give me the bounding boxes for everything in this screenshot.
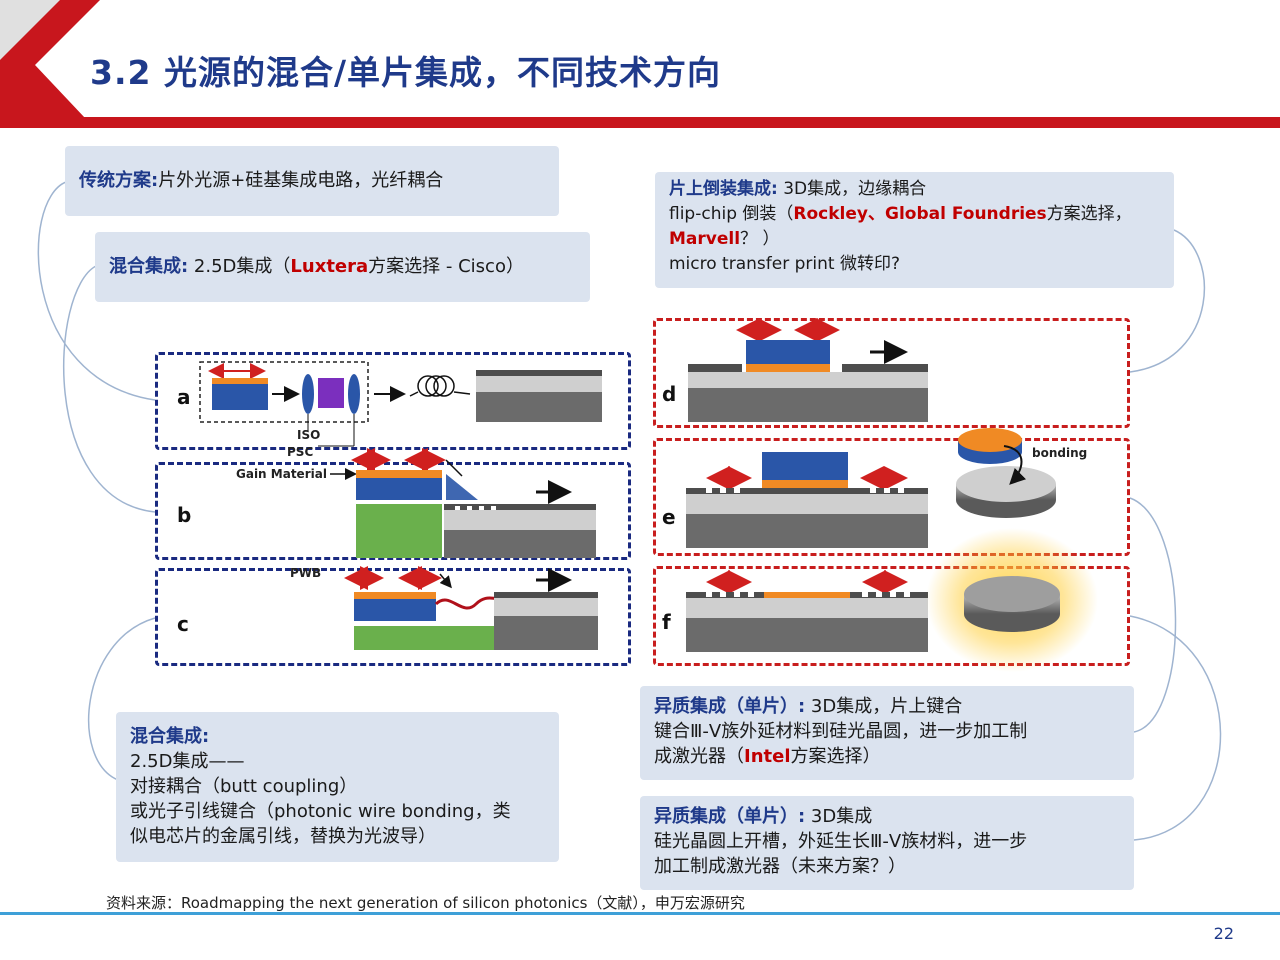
traditional-scheme-head: 传统方案:	[79, 170, 159, 191]
panel-f-diagram	[686, 528, 1098, 672]
iso-label: ISO	[297, 428, 321, 442]
hetero2-line3: 加工制成激光器（未来方案？）	[654, 856, 906, 877]
hetero1-line3-a: 成激光器（	[654, 746, 744, 767]
hybrid-butt-line2: 对接耦合（butt coupling）	[130, 776, 358, 797]
hybrid-25d-head: 混合集成:	[109, 256, 189, 277]
hetero2-line2: 硅光晶圆上开槽，外延生长Ⅲ-Ⅴ族材料，进一步	[654, 831, 1028, 852]
traditional-scheme-box: 传统方案:片外光源+硅基集成电路，光纤耦合	[65, 146, 559, 216]
flipchip-line2-a: flip-chip 倒装（	[669, 204, 794, 224]
page-title: 3.2 光源的混合/单片集成，不同技术方向	[90, 53, 722, 92]
hetero1-company: Intel	[744, 746, 791, 767]
footer-divider	[0, 912, 1280, 915]
panel-b-label: b	[177, 503, 192, 527]
hybrid-25d-company: Luxtera	[290, 256, 369, 277]
hetero1-line3-b: 方案选择）	[790, 746, 881, 767]
hybrid-butt-line1: 2.5D集成——	[130, 751, 245, 772]
panel-e	[653, 438, 1130, 556]
panel-d	[653, 318, 1130, 428]
hybrid-25d-text-b: 方案选择 - Cisco）	[368, 256, 524, 277]
hetero1-line2: 键合Ⅲ-Ⅴ族外延材料到硅光晶圆，进一步加工制	[654, 721, 1028, 742]
panel-a-label: a	[177, 385, 191, 409]
hybrid-butt-line4: 似电芯片的金属引线，替换为光波导）	[130, 826, 436, 847]
hybrid-25d-text-a: 2.5D集成（	[188, 256, 291, 277]
hetero1-box: 异质集成（单片）: 3D集成，片上键合 键合Ⅲ-Ⅴ族外延材料到硅光晶圆，进一步加…	[640, 686, 1134, 780]
hetero2-head: 异质集成（单片）:	[654, 806, 806, 827]
panel-c	[155, 568, 631, 666]
pwb-label: PWB	[290, 566, 322, 580]
panel-e-diagram	[686, 428, 1056, 548]
panel-f	[653, 566, 1130, 666]
hetero2-box: 异质集成（单片）: 3D集成 硅光晶圆上开槽，外延生长Ⅲ-Ⅴ族材料，进一步 加工…	[640, 796, 1134, 890]
panel-a-diagram	[199, 361, 602, 447]
hybrid-25d-box: 混合集成: 2.5D集成（Luxtera方案选择 - Cisco）	[95, 232, 590, 302]
flipchip-head-tail: 3D集成，边缘耦合	[777, 179, 927, 199]
bonding-label: bonding	[1032, 446, 1088, 460]
panel-c-label: c	[177, 612, 189, 636]
traditional-scheme-text: 片外光源+硅基集成电路，光纤耦合	[158, 170, 444, 191]
flipchip-box: 片上倒装集成: 3D集成，边缘耦合 flip-chip 倒装（Rockley、G…	[655, 172, 1174, 288]
hybrid-butt-head: 混合集成:	[130, 726, 210, 747]
flipchip-company1: Rockley、Global Foundries	[793, 204, 1047, 224]
flipchip-line3-b: ？ ）	[740, 229, 780, 249]
hybrid-butt-line3: 或光子引线键合（photonic wire bonding，类	[130, 801, 511, 822]
psc-label: PSC	[287, 445, 314, 459]
panel-d-label: d	[662, 382, 677, 406]
panel-e-label: e	[662, 505, 676, 529]
flipchip-line4: micro transfer print 微转印?	[669, 254, 900, 274]
flipchip-company2: Marvell	[669, 229, 741, 249]
hetero1-head: 异质集成（单片）:	[654, 696, 806, 717]
panel-b-diagram	[330, 448, 596, 558]
panel-c-diagram	[344, 566, 598, 650]
hetero2-head-tail: 3D集成	[805, 806, 873, 827]
source-note: 资料来源：Roadmapping the next generation of …	[106, 894, 745, 912]
flipchip-head: 片上倒装集成:	[669, 179, 778, 199]
panel-a	[155, 352, 631, 450]
panel-d-diagram	[688, 318, 928, 422]
hybrid-butt-box: 混合集成: 2.5D集成—— 对接耦合（butt coupling） 或光子引线…	[116, 712, 559, 862]
header-banner	[0, 0, 1280, 128]
panel-b	[155, 462, 631, 560]
page-number: 22	[1213, 924, 1234, 943]
flipchip-line2-b: 方案选择，	[1046, 204, 1132, 224]
gain-material-label: Gain Material	[236, 467, 327, 481]
hetero1-head-tail: 3D集成，片上键合	[805, 696, 963, 717]
panel-f-label: f	[662, 610, 671, 634]
